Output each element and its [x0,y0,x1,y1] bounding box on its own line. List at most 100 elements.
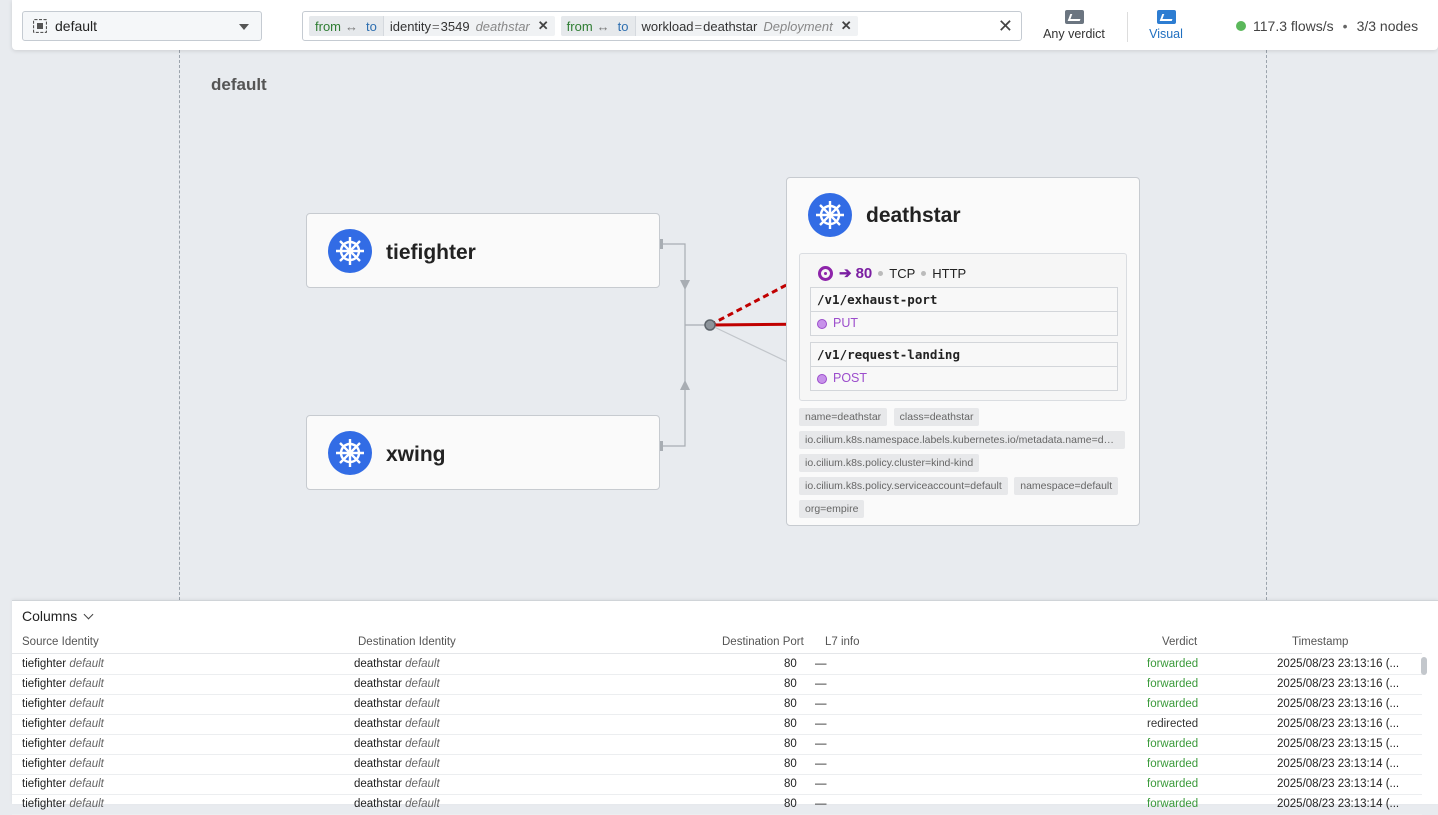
remove-filter-icon[interactable]: ✕ [840,18,852,33]
kubernetes-icon [808,193,852,237]
flows-table-panel: Columns Source Identity Destination Iden… [12,600,1438,815]
label-tag: namespace=default [1014,477,1119,495]
table-row[interactable]: tiefighter default deathstar default 80 — re… [12,715,1422,735]
src-cell: tiefighter default [22,658,104,670]
status-dot-icon [1236,21,1246,31]
http-route[interactable]: /v1/exhaust-port PUT [810,287,1118,336]
header-destination-identity[interactable]: Destination Identity [358,636,456,648]
columns-label: Columns [22,608,78,624]
service-card-xwing[interactable]: xwing [306,415,660,490]
l7-cell: — [815,758,827,770]
port-cell: 80 [784,758,797,770]
edge-arrow-down [680,280,690,290]
filter-input[interactable]: from ↔ to identity = 3549 deathstar ✕ fr… [302,11,1022,41]
src-cell: tiefighter default [22,698,104,710]
filter-value: 3549 [440,18,470,34]
dst-cell: deathstar default [354,678,440,690]
l7-cell: — [815,718,827,730]
namespace-select[interactable]: default [22,11,262,41]
src-cell: tiefighter default [22,718,104,730]
columns-button[interactable]: Columns [22,608,94,624]
l7-cell: — [815,658,827,670]
edge-connector [660,243,686,447]
verdict-cell: forwarded [1147,738,1199,750]
visual-icon [1156,10,1176,24]
dst-cell: deathstar default [354,698,440,710]
header-timestamp[interactable]: Timestamp [1292,636,1349,648]
filter-chip-workload[interactable]: from ↔ to workload = deathstar Deploymen… [560,16,858,36]
filter-value: deathstar [703,18,758,34]
src-cell: tiefighter default [22,798,104,810]
src-cell: tiefighter default [22,678,104,690]
edge-arrow-up [680,380,690,390]
src-cell: tiefighter default [22,758,104,770]
toolbar-divider [1127,12,1128,42]
label-tag: org=empire [799,500,865,518]
dst-cell: deathstar default [354,798,440,810]
route-path: /v1/request-landing [811,343,1117,367]
visual-toggle-button[interactable]: Visual [1126,8,1206,44]
src-cell: tiefighter default [22,738,104,750]
dst-cell: deathstar default [354,718,440,730]
src-cell: tiefighter default [22,778,104,790]
verdict-filter-button[interactable]: Any verdict [1034,8,1114,44]
filter-meta: Deployment [763,18,833,34]
filter-meta: deathstar [475,18,530,34]
remove-filter-icon[interactable]: ✕ [537,18,549,33]
header-verdict[interactable]: Verdict [1162,636,1198,648]
label-tag: name=deathstar [799,408,888,426]
header-source-identity[interactable]: Source Identity [22,636,99,648]
verdict-cell: forwarded [1147,698,1199,710]
timestamp-cell: 2025/08/23 23:13:16 (... [1277,698,1400,710]
kubernetes-icon [328,431,372,475]
dst-cell: deathstar default [354,658,440,670]
target-icon [818,265,833,281]
top-bar: default from ↔ to identity = 3549 deaths… [12,0,1438,50]
clear-filters-icon[interactable]: ✕ [997,16,1013,36]
label-tag: class=deathstar [893,408,980,426]
port-header: ➔ 80 TCP HTTP [818,264,966,282]
verdict-cell: forwarded [1147,778,1199,790]
service-labels: name=deathstar class=deathstar io.cilium… [799,408,1129,523]
verdict-cell: forwarded [1147,678,1199,690]
filter-chip-identity[interactable]: from ↔ to identity = 3549 deathstar ✕ [309,16,555,36]
service-card-tiefighter[interactable]: tiefighter [306,213,660,288]
port-cell: 80 [784,698,797,710]
header-l7-info[interactable]: L7 info [825,636,860,648]
label-tag: io.cilium.k8s.namespace.labels.kubernete… [799,431,1125,449]
timestamp-cell: 2025/08/23 23:13:14 (... [1277,778,1400,790]
table-row[interactable]: tiefighter default deathstar default 80 — fo… [12,675,1422,695]
l7-cell: — [815,678,827,690]
header-destination-port[interactable]: Destination Port [722,636,804,648]
timestamp-cell: 2025/08/23 23:13:16 (... [1277,658,1400,670]
table-body: tiefighter default deathstar default 80 — fo… [12,655,1422,815]
scrollbar[interactable] [1421,657,1427,675]
port-endpoint[interactable]: ➔ 80 TCP HTTP /v1/exhaust-port PUT /v1/r… [799,253,1127,401]
port-cell: 80 [784,718,797,730]
port-cell: 80 [784,678,797,690]
dst-cell: deathstar default [354,738,440,750]
service-card-deathstar[interactable]: deathstar ➔ 80 TCP HTTP /v1/exhaust-port… [786,177,1140,526]
filter-direction[interactable]: from ↔ to [309,16,384,36]
filter-key: identity [389,18,432,34]
service-name: deathstar [866,204,961,227]
http-route[interactable]: /v1/request-landing POST [810,342,1118,391]
label-tag: io.cilium.k8s.policy.serviceaccount=defa… [799,477,1008,495]
namespace-title: default [211,75,267,94]
verdict-cell: redirected [1147,718,1199,730]
tiefighter-port-handle [658,239,663,249]
timestamp-cell: 2025/08/23 23:13:14 (... [1277,798,1400,810]
port-cell: 80 [784,778,797,790]
chevron-down-icon[interactable] [239,24,249,30]
xwing-port-handle [658,441,663,451]
filter-direction[interactable]: from ↔ to [560,16,636,36]
timestamp-cell: 2025/08/23 23:13:16 (... [1277,678,1400,690]
namespace-icon [33,19,47,33]
table-header: Source Identity Destination Identity Des… [12,634,1422,654]
